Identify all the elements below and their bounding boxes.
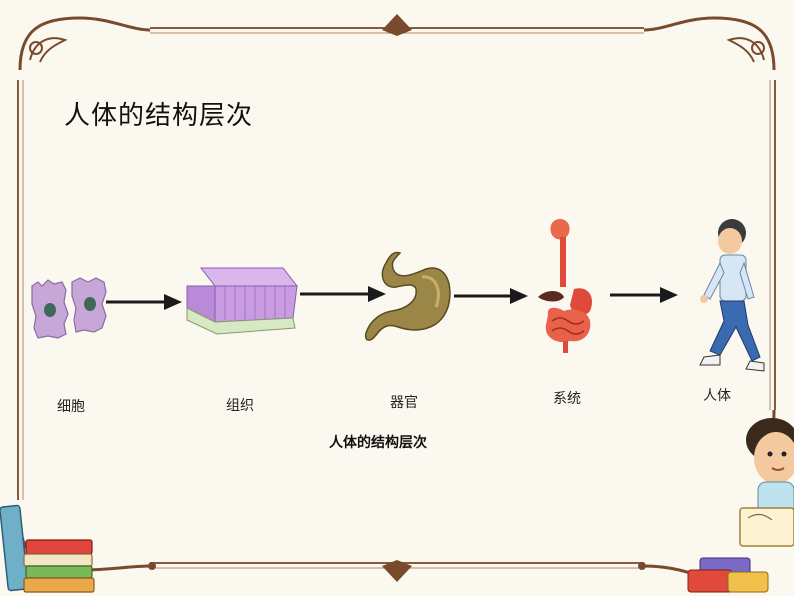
stage-label-organ: 器官 [390, 395, 418, 411]
digestive-system-icon [538, 219, 593, 353]
human-body-icon [699, 219, 765, 372]
arrow-icon [300, 286, 386, 302]
diagram-caption: 人体的结构层次 [329, 435, 427, 451]
books-decoration [0, 504, 95, 593]
stage-label-system: 系统 [553, 391, 581, 407]
arrow-icon [610, 287, 678, 303]
boy-reading-decoration [687, 418, 794, 593]
arrow-icon [106, 294, 182, 310]
arrow-icon [454, 288, 528, 304]
stomach-icon [364, 251, 451, 341]
stage-label-human-body: 人体 [703, 388, 731, 404]
page-title: 人体的结构层次 [64, 101, 254, 131]
cell-icon [31, 277, 107, 339]
stage-label-tissue: 组织 [226, 398, 254, 414]
tissue-icon [186, 267, 299, 335]
stage-label-cell: 细胞 [57, 399, 85, 415]
